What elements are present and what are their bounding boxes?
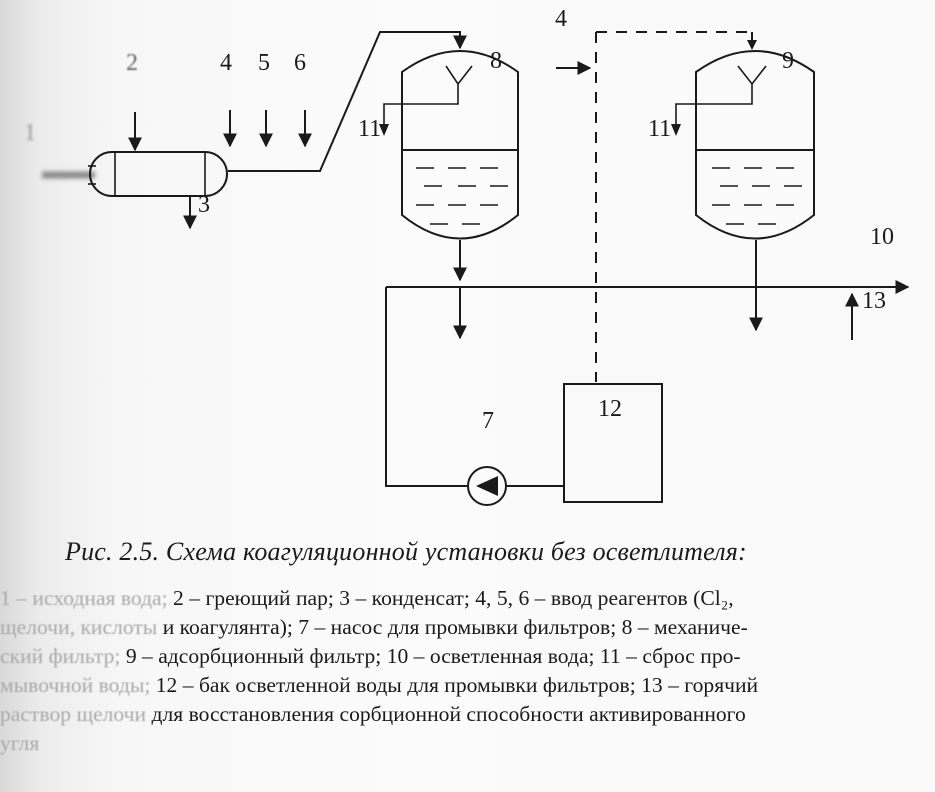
wash-pump xyxy=(467,466,507,506)
wash-tank xyxy=(563,383,663,503)
legend-line-5: раствор щелочи для восстановления сорбци… xyxy=(0,700,926,729)
mechanical-filter xyxy=(379,50,519,240)
label-13: 13 xyxy=(862,288,886,314)
label-2: 2 xyxy=(126,50,138,76)
legend-line-2: щелочи, кислоты и коагулянта); 7 – насос… xyxy=(0,613,926,642)
legend-line-6: угля xyxy=(0,729,926,758)
legend-line-2-faded: щелочи, кислоты xyxy=(0,615,158,639)
reagent-4-dashed-line xyxy=(556,31,757,382)
legend-line-4-faded: мывочной воды; xyxy=(0,673,151,697)
figure-legend: 1 – исходная вода; 2 – греющий пар; 3 – … xyxy=(0,584,926,758)
legend-line-1: 1 – исходная вода; 2 – греющий пар; 3 – … xyxy=(0,584,926,613)
label-7: 7 xyxy=(482,408,494,434)
heater xyxy=(88,151,228,197)
legend-line-2-text: и коагулянта); 7 – насос для промывки фи… xyxy=(157,615,748,639)
label-4a: 4 xyxy=(220,50,232,76)
legend-line-3-faded: ский фильтр; xyxy=(0,644,121,668)
label-3: 3 xyxy=(198,192,210,218)
label-4b: 4 xyxy=(555,6,567,32)
reagent-arrows xyxy=(223,110,312,148)
legend-line-4: мывочной воды; 12 – бак осветленной воды… xyxy=(0,671,926,700)
label-12: 12 xyxy=(598,396,622,422)
label-6: 6 xyxy=(294,50,306,76)
figure-caption: Рис. 2.5. Схема коагуляционной установки… xyxy=(65,537,747,566)
legend-line-1-faded: 1 – исходная вода; xyxy=(0,586,168,610)
label-8: 8 xyxy=(490,48,502,74)
legend-line-4-text: 12 – бак осветленной воды для промывки ф… xyxy=(150,673,759,697)
label-10: 10 xyxy=(870,224,894,250)
label-11a: 11 xyxy=(358,116,381,142)
pipe-to-mechanical-filter xyxy=(228,31,467,172)
legend-line-6-faded: угля xyxy=(0,731,40,755)
coagulation-scheme-diagram: 1 2 3 4 5 6 4 8 9 11 11 10 13 7 12 xyxy=(24,6,910,506)
label-1: 1 xyxy=(24,120,36,146)
legend-line-1-text: 2 – греющий пар; 3 – конденсат; 4, 5, 6 … xyxy=(167,586,734,610)
legend-line-3: ский фильтр; 9 – адсорбционный фильтр; 1… xyxy=(0,642,926,671)
legend-line-3-text: 9 – адсорбционный фильтр; 10 – осветленн… xyxy=(120,644,741,668)
wash-loop xyxy=(385,287,564,487)
legend-line-5-text: для восстановления сорбционной способнос… xyxy=(146,702,746,726)
label-9: 9 xyxy=(782,48,794,74)
label-5: 5 xyxy=(258,50,270,76)
legend-line-5-faded: раствор щелочи xyxy=(0,702,147,726)
label-11b: 11 xyxy=(648,116,671,142)
clarified-water-line xyxy=(386,280,910,340)
adsorption-filter xyxy=(671,50,815,240)
